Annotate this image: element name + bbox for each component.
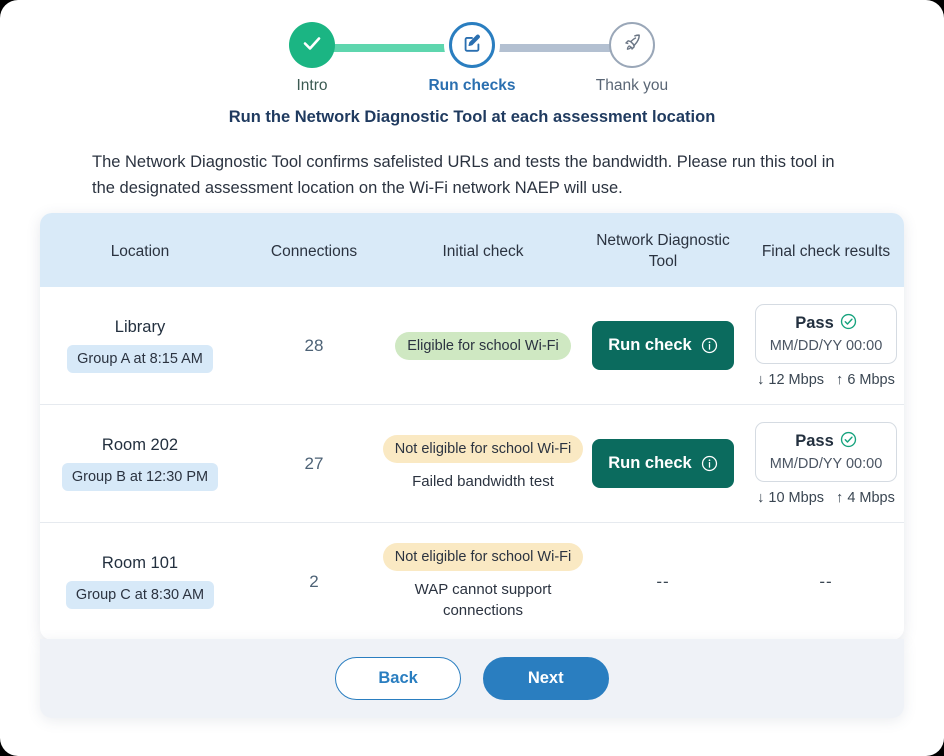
location-name: Library [114, 318, 166, 336]
result-box: Pass MM/DD/YY 00:00 [754, 303, 898, 364]
back-button[interactable]: Back [335, 657, 461, 700]
step-run-checks-label: Run checks [428, 77, 516, 94]
cell-network-diagnostic-tool: Run check [578, 429, 748, 498]
info-icon [701, 337, 718, 354]
step-thank-you-circle [609, 22, 655, 68]
table-row: Room 101 Group C at 8:30 AM 2 Not eligib… [40, 523, 904, 640]
upload-speed: ↑ 4 Mbps [836, 489, 895, 506]
stepper-track-completed [295, 44, 472, 52]
stepper-track-remaining [472, 44, 649, 52]
step-intro-label: Intro [296, 77, 328, 94]
cell-location: Library Group A at 8:15 AM [40, 308, 240, 383]
table-row: Room 202 Group B at 12:30 PM 27 Not elig… [40, 405, 904, 523]
step-thank-you[interactable]: Thank you [577, 22, 687, 95]
locations-table-card: Location Connections Initial check Netwo… [40, 213, 904, 640]
table-row: Library Group A at 8:15 AM 28 Eligible f… [40, 287, 904, 405]
location-name: Room 202 [101, 436, 179, 454]
step-run-checks[interactable]: Run checks [417, 22, 527, 95]
cell-network-diagnostic-tool: -- [578, 562, 748, 602]
speed-readout: ↓ 12 Mbps ↑ 6 Mbps [753, 372, 899, 388]
group-time-badge: Group B at 12:30 PM [61, 463, 219, 491]
download-speed: ↓ 10 Mbps [757, 489, 825, 506]
cell-initial-check: Eligible for school Wi-Fi [388, 322, 578, 370]
column-header-location: Location [110, 242, 170, 260]
step-run-checks-circle [449, 22, 495, 68]
initial-check-note: WAP cannot support connections [414, 580, 552, 619]
column-header-connections: Connections [270, 242, 358, 260]
check-circle-icon [840, 313, 857, 335]
next-button[interactable]: Next [482, 657, 609, 700]
result-status: Pass [770, 431, 883, 453]
cell-final-check-results: -- [748, 562, 904, 602]
check-circle-icon [840, 431, 857, 453]
step-intro-circle [289, 22, 335, 68]
wizard-footer: Back Next [40, 639, 904, 718]
no-result-placeholder: -- [819, 571, 833, 591]
cell-connections: 27 [240, 444, 388, 484]
cell-location: Room 101 Group C at 8:30 AM [40, 544, 240, 619]
connections-count: 2 [309, 571, 319, 591]
column-header-network-diagnostic-tool: Network Diagnostic Tool [596, 232, 730, 270]
cell-network-diagnostic-tool: Run check [578, 311, 748, 380]
run-check-button[interactable]: Run check [592, 439, 734, 488]
speed-readout: ↓ 10 Mbps ↑ 4 Mbps [753, 490, 899, 506]
table-header-row: Location Connections Initial check Netwo… [40, 213, 904, 287]
initial-check-note: Failed bandwidth test [412, 473, 554, 490]
step-thank-you-label: Thank you [595, 77, 669, 94]
status-badge: Not eligible for school Wi-Fi [382, 542, 584, 571]
intro-description: The Network Diagnostic Tool confirms saf… [92, 153, 835, 197]
edit-square-icon [461, 32, 483, 59]
connections-count: 27 [304, 453, 324, 473]
result-status-label: Pass [795, 314, 834, 332]
no-action-placeholder: -- [656, 571, 670, 591]
location-name: Room 101 [101, 554, 179, 572]
run-check-button[interactable]: Run check [592, 321, 734, 370]
step-intro[interactable]: Intro [257, 22, 367, 95]
result-status-label: Pass [795, 432, 834, 450]
upload-speed: ↑ 6 Mbps [836, 371, 895, 388]
check-icon [300, 31, 324, 60]
group-time-badge: Group C at 8:30 AM [65, 581, 215, 609]
result-box: Pass MM/DD/YY 00:00 [754, 421, 898, 482]
rocket-icon [621, 32, 643, 59]
cell-initial-check: Not eligible for school Wi-Fi Failed ban… [382, 425, 584, 502]
connections-count: 28 [304, 335, 324, 355]
result-timestamp: MM/DD/YY 00:00 [769, 337, 883, 354]
run-check-button-label: Run check [608, 454, 692, 472]
stepper-track [295, 44, 649, 52]
progress-stepper: Intro Run checks [257, 22, 687, 95]
page-title: Run the Network Diagnostic Tool at each … [228, 108, 716, 126]
cell-connections: 28 [240, 326, 388, 366]
download-speed: ↓ 12 Mbps [757, 371, 825, 388]
cell-final-check-results: Pass MM/DD/YY 00:00 ↓ 10 Mbps ↑ 4 Mbps [748, 412, 904, 516]
info-icon [701, 455, 718, 472]
cell-initial-check: Not eligible for school Wi-Fi WAP cannot… [382, 533, 584, 631]
column-header-final-check-results: Final check results [761, 242, 891, 260]
run-check-button-label: Run check [608, 336, 692, 354]
status-badge: Eligible for school Wi-Fi [395, 331, 571, 360]
group-time-badge: Group A at 8:15 AM [67, 345, 213, 373]
status-badge: Not eligible for school Wi-Fi [382, 435, 584, 463]
column-header-initial-check: Initial check [442, 242, 524, 260]
cell-location: Room 202 Group B at 12:30 PM [40, 426, 240, 501]
cell-connections: 2 [240, 562, 388, 602]
cell-final-check-results: Pass MM/DD/YY 00:00 ↓ 12 Mbps ↑ 6 Mbps [748, 294, 904, 398]
result-timestamp: MM/DD/YY 00:00 [769, 455, 883, 472]
result-status: Pass [770, 313, 883, 335]
